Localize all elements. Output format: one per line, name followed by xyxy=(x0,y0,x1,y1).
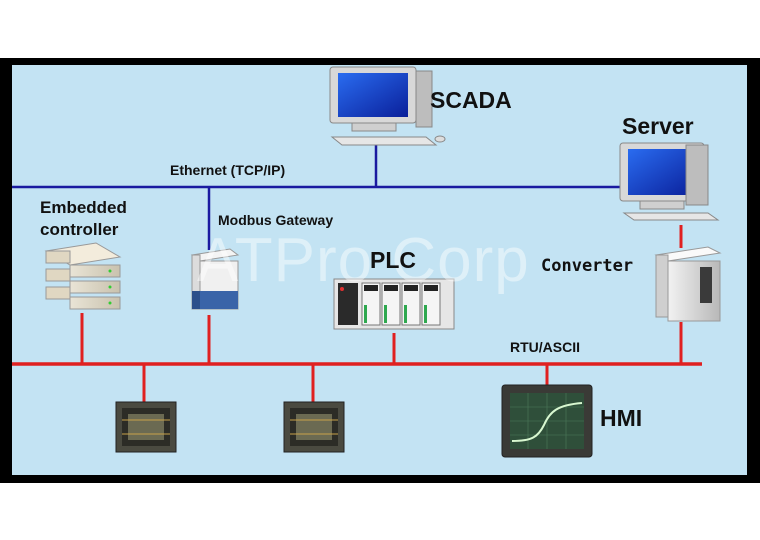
scada-label: SCADA xyxy=(430,87,512,113)
diagram-graphics xyxy=(12,66,722,458)
hmi-label: HMI xyxy=(600,405,643,431)
network-diagram: ATPro Corp SCADA Server Ethernet (TCP/IP… xyxy=(12,65,747,475)
modbus-gateway-icon xyxy=(190,248,240,310)
rtu-ascii-label: RTU/ASCII xyxy=(510,339,580,355)
plc-rack-icon xyxy=(333,278,455,330)
field-device-2-icon xyxy=(283,401,345,453)
converter-icon xyxy=(654,246,722,322)
embedded-controller-icon xyxy=(44,242,122,310)
plc-label: PLC xyxy=(370,247,416,273)
hmi-screen-icon xyxy=(501,384,593,458)
field-device-1-icon xyxy=(115,401,177,453)
server-computer-icon xyxy=(619,142,720,221)
watermark-text: ATPro Corp xyxy=(197,226,530,295)
serial-bus xyxy=(12,225,702,402)
diagram-frame: ATPro Corp SCADA Server Ethernet (TCP/IP… xyxy=(0,58,760,483)
converter-label: Converter xyxy=(541,256,634,276)
embedded-controller-label-line2: controller xyxy=(40,220,119,239)
scada-computer-icon xyxy=(329,66,446,146)
ethernet-bus xyxy=(12,140,624,250)
modbus-gateway-label: Modbus Gateway xyxy=(218,212,334,228)
embedded-controller-label-line1: Embedded xyxy=(40,198,127,217)
ethernet-label: Ethernet (TCP/IP) xyxy=(170,162,286,178)
server-label: Server xyxy=(622,113,694,139)
